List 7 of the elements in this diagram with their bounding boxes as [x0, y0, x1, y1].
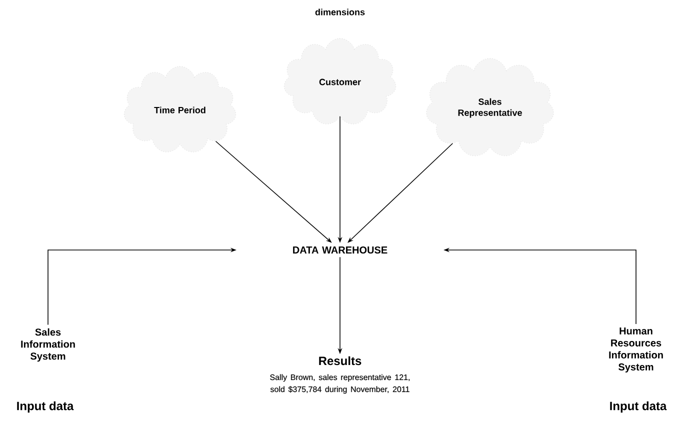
system-label: Sales Information System	[21, 328, 75, 362]
results-text: Results Sally Brown, sales representative 121, sold $375,784 during November, 2011	[270, 356, 410, 394]
input-label: Input data	[610, 401, 667, 413]
system-label: Human Resources Information System	[609, 328, 663, 372]
warehouse-label: DATA WAREHOUSE	[293, 246, 388, 254]
title: dimensions	[315, 8, 365, 16]
input-label: Input data	[17, 401, 74, 413]
